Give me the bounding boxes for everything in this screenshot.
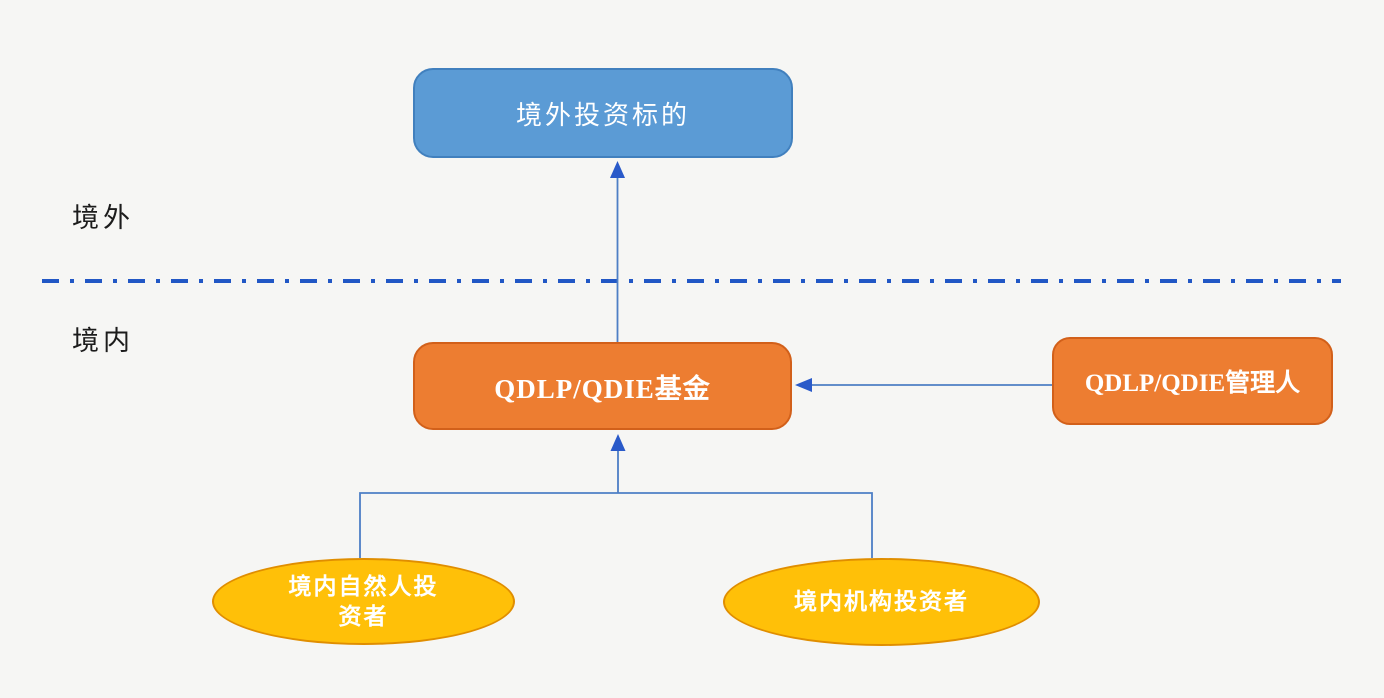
arrowhead-left-fund-icon: [795, 378, 812, 392]
node-qdlp-qdie-manager-label: QDLP/QDIE管理人: [1084, 370, 1301, 397]
node-overseas-investment-target[interactable]: 境外投资标的: [413, 68, 793, 158]
node-qdlp-qdie-fund-label: QDLP/QDIE基金: [494, 373, 711, 404]
node-domestic-individual-investors[interactable]: 境内自然人投资者: [212, 558, 515, 645]
arrowhead-up-target-icon: [610, 161, 625, 178]
node-domestic-institutional-investors[interactable]: 境内机构投资者: [723, 558, 1040, 646]
region-label-overseas: 境外: [72, 203, 134, 233]
node-qdlp-qdie-manager[interactable]: QDLP/QDIE管理人: [1052, 337, 1333, 425]
region-label-domestic: 境内: [72, 326, 134, 356]
node-qdlp-qdie-fund[interactable]: QDLP/QDIE基金: [413, 342, 792, 430]
node-domestic-individual-investors-label: 境内自然人投资者: [288, 573, 439, 629]
arrowhead-up-fund-icon: [610, 434, 626, 451]
connector-investors-bracket: [359, 492, 873, 558]
node-overseas-investment-target-label: 境外投资标的: [515, 100, 690, 130]
node-domestic-institutional-investors-label: 境内机构投资者: [794, 589, 969, 615]
